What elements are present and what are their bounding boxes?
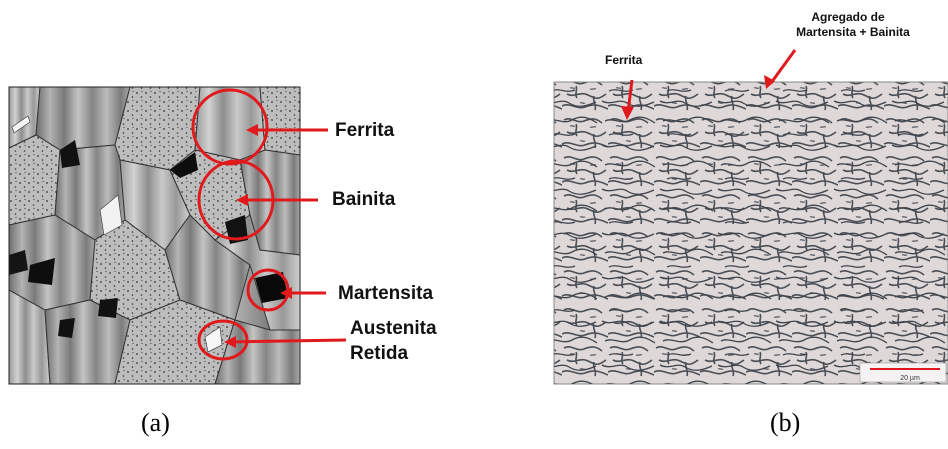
label-agregado-line1: Agregado de [793,10,903,24]
label-austenita: Austenita [350,318,437,340]
panel-a: Ferrita Bainita Martensita Austenita Ret… [0,0,470,444]
panel-b-micrograph: 20 µm [470,0,948,444]
agregado-arrow [771,50,795,83]
label-ferrita: Ferrita [335,120,394,142]
panel-a-diagram [0,0,470,444]
label-agregado-line2: Martensita + Bainita [793,25,913,39]
label-b-ferrita: Ferrita [605,53,642,67]
label-bainita: Bainita [332,189,395,211]
caption-b: (b) [770,408,800,438]
label-retida: Retida [350,343,408,365]
caption-a: (a) [141,408,170,438]
label-martensita: Martensita [338,283,433,305]
scale-bar-label: 20 µm [900,375,920,382]
panel-b: 20 µm Ferrita Agregado de Martensita + B… [470,0,948,444]
austenita-arrow [228,340,346,342]
